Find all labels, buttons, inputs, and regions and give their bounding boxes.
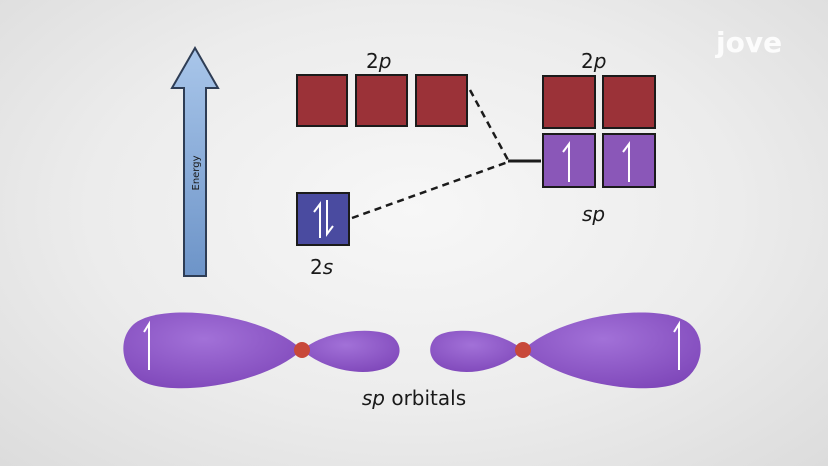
- nucleus-right: [515, 342, 531, 358]
- left-2s-level: 2s: [296, 192, 350, 279]
- right-2p-box-2: [602, 75, 656, 129]
- energy-axis-label: Energy: [191, 155, 202, 190]
- sp-orbitals-caption: sp orbitals: [362, 386, 466, 410]
- right-2p-level: 2p: [542, 49, 656, 129]
- orbital-small-lobe-left: [302, 330, 400, 372]
- electron-up-arrow: [622, 141, 630, 182]
- orbital-large-lobe-right: [523, 312, 701, 389]
- electron-up-arrow: [562, 141, 570, 182]
- left-2p-label: 2p: [366, 49, 391, 73]
- electron-up-arrow: [143, 320, 150, 370]
- left-2p-box-2: [355, 74, 408, 127]
- orbital-large-lobe-left: [123, 312, 302, 389]
- right-sp-label: sp: [582, 202, 605, 226]
- right-2p-label: 2p: [581, 49, 606, 73]
- left-2s-label: 2s: [310, 255, 333, 279]
- hybridization-connectors: [351, 89, 541, 220]
- left-2p-box-3: [415, 74, 468, 127]
- left-2s-box: [296, 192, 350, 246]
- left-2p-box-1: [296, 74, 348, 127]
- energy-arrow: Energy: [170, 45, 220, 277]
- left-2p-level: 2p: [296, 49, 468, 127]
- right-sp-level: sp: [542, 133, 656, 226]
- electron-up-arrow: [313, 201, 321, 238]
- sp-orbitals-illustration: [123, 312, 701, 389]
- orbital-small-lobe-right: [430, 330, 523, 372]
- jove-watermark: jove: [715, 26, 782, 59]
- nucleus-left: [294, 342, 310, 358]
- electron-down-arrow: [326, 200, 334, 237]
- right-2p-box-1: [542, 75, 596, 129]
- electron-up-arrow: [673, 320, 680, 370]
